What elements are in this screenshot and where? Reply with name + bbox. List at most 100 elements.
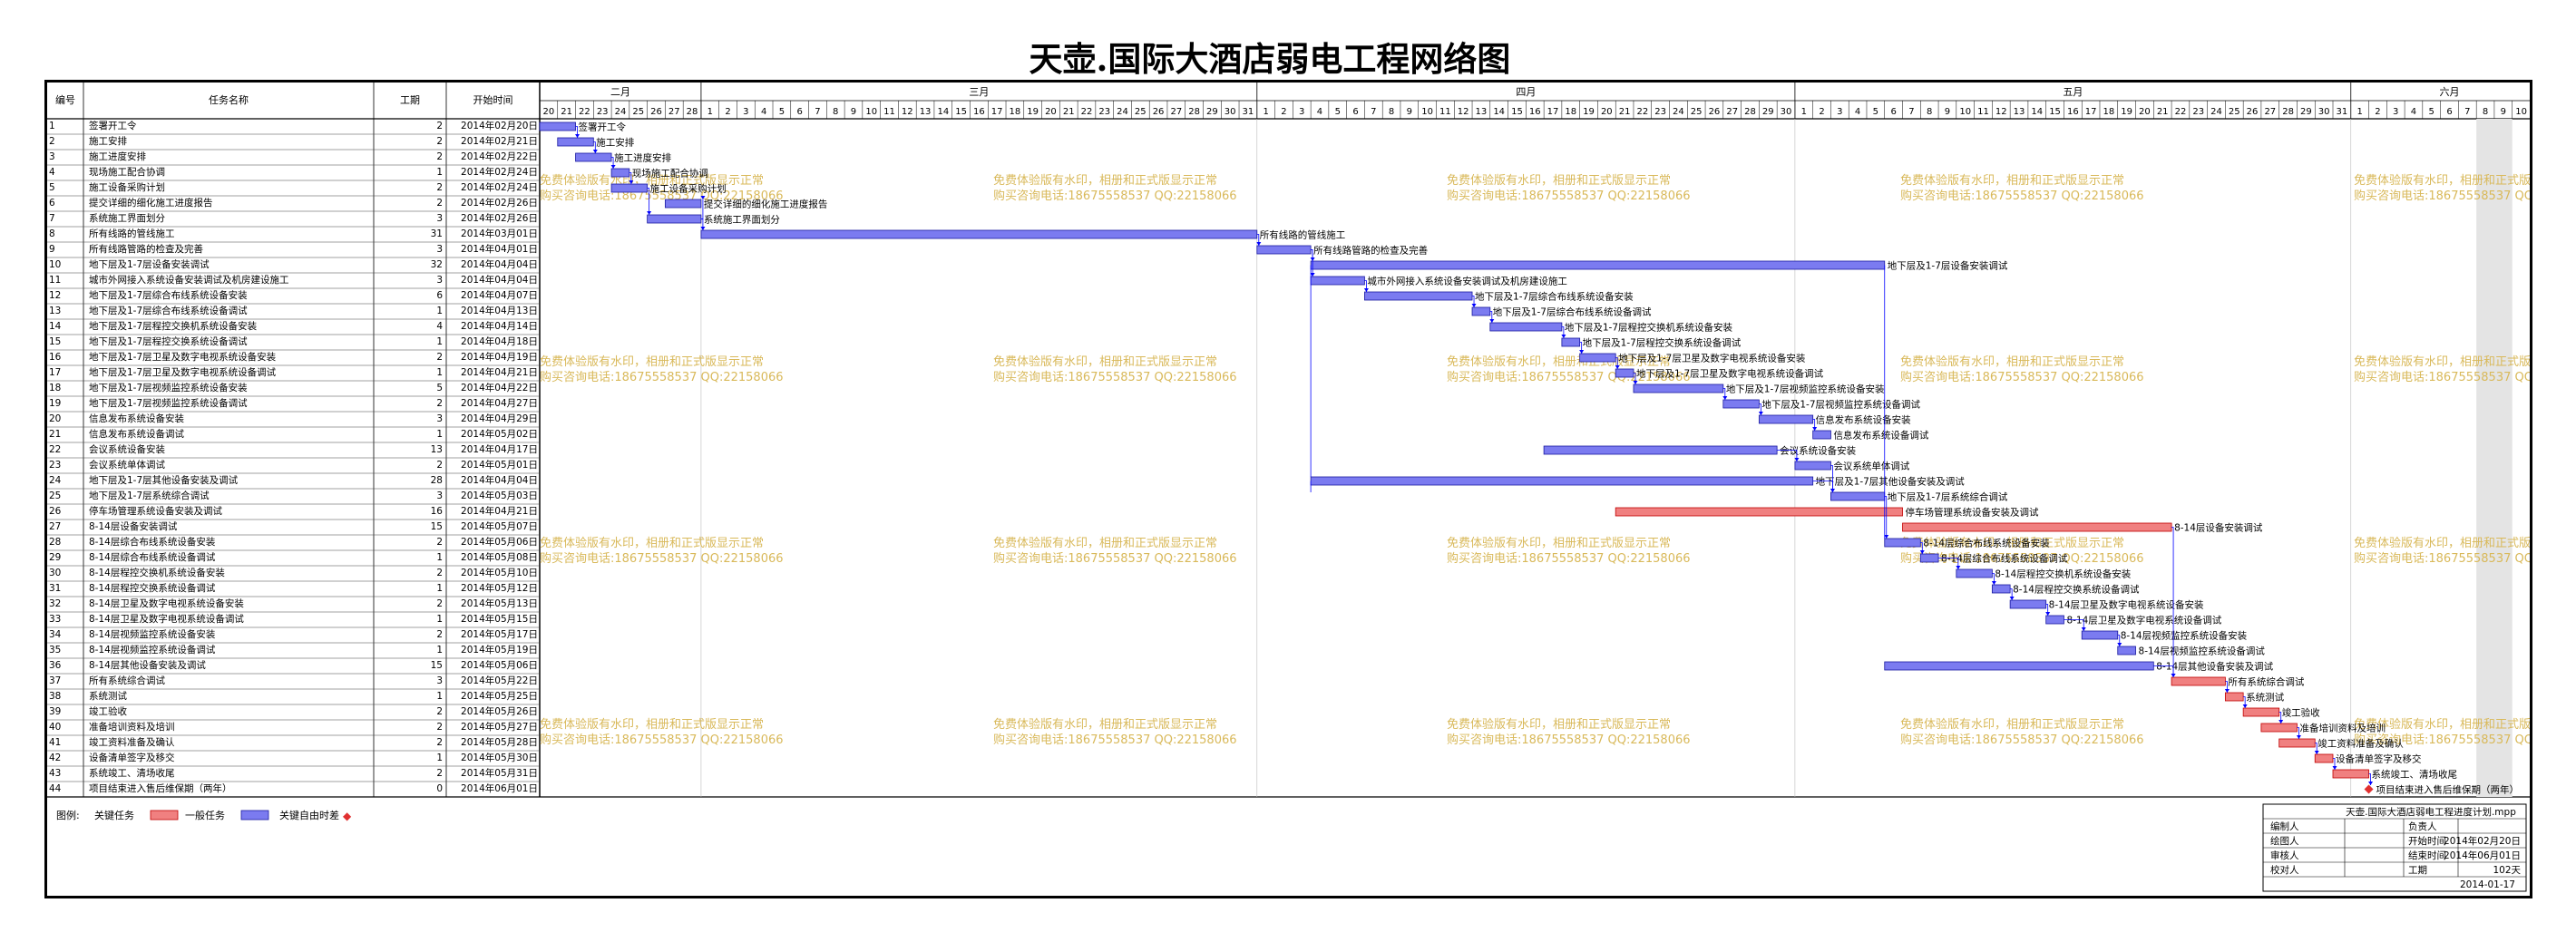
dependency-link: [1615, 357, 1618, 369]
task-start: 2014年04月27日: [461, 398, 538, 409]
day-label: 26: [2247, 107, 2259, 117]
task-name: 施工进度安排: [89, 151, 146, 162]
day-label: 20: [2139, 107, 2151, 117]
watermark-line1: 免费体验版有水印，相册和正式版显示正常: [993, 173, 1217, 188]
day-label: 14: [937, 107, 949, 117]
watermark-line1: 免费体验版有水印，相册和正式版显示正常: [2354, 536, 2530, 550]
dependency-link: [1489, 311, 1493, 323]
day-label: 8: [2483, 107, 2488, 117]
link-arrowhead: [2332, 766, 2337, 770]
day-label: 13: [2014, 107, 2025, 117]
task-start: 2014年03月01日: [461, 228, 538, 239]
bar-label: 系统竣工、清场收尾: [2372, 769, 2458, 781]
day-label: 18: [2103, 107, 2115, 117]
task-bar[interactable]: [664, 199, 702, 209]
task-id: 41: [49, 737, 62, 748]
day-label: 21: [561, 107, 572, 117]
task-duration: 2: [436, 568, 443, 578]
link-arrowhead: [1758, 412, 1763, 415]
task-name: 地下层及1-7层程控交换机系统设备安装: [89, 321, 258, 332]
task-start: 2014年05月10日: [461, 568, 538, 578]
watermark-line1: 免费体验版有水印，相册和正式版显示正常: [2354, 173, 2530, 188]
task-bar[interactable]: [2117, 646, 2136, 656]
link-arrowhead: [2296, 735, 2301, 739]
task-name: 所有线路的管线施工: [89, 228, 175, 239]
task-bar[interactable]: [1615, 507, 1903, 517]
task-id: 8: [49, 228, 55, 239]
day-label: 20: [1045, 107, 1057, 117]
task-name: 地下层及1-7层视频监控系统设备调试: [89, 398, 248, 409]
bar-label: 地下层及1-7层卫星及数字电视系统设备调试: [1636, 368, 1824, 380]
dependency-link: [2297, 727, 2299, 739]
watermark-line1: 免费体验版有水印，相册和正式版显示正常: [2354, 717, 2530, 732]
bar-label: 签署开工令: [579, 121, 627, 133]
task-name: 施工设备采购计划: [89, 182, 165, 193]
link-arrowhead: [1812, 427, 1818, 431]
task-bar[interactable]: [1812, 430, 1831, 440]
task-start: 2014年02月22日: [461, 151, 538, 162]
day-label: 27: [668, 107, 680, 117]
task-bar[interactable]: [575, 152, 612, 162]
day-label: 26: [1709, 107, 1721, 117]
task-start: 2014年04月13日: [461, 306, 538, 316]
legend-critical-label: 关键任务: [94, 809, 134, 821]
day-label: 4: [2411, 107, 2416, 117]
dependency-link: [593, 141, 596, 153]
info-value: 2014年02月20日: [2444, 835, 2521, 847]
task-name: 8-14层其他设备安装及调试: [89, 660, 206, 671]
day-label: 4: [1317, 107, 1322, 117]
task-name: 会议系统设备安装: [89, 444, 165, 455]
day-label: 1: [1263, 107, 1268, 117]
task-name: 信息发布系统设备安装: [89, 413, 184, 424]
milestone-marker[interactable]: [2364, 784, 2374, 794]
day-label: 5: [1335, 107, 1341, 117]
day-label: 11: [883, 107, 895, 117]
watermark-line2: 购买咨询电话:18675558537 QQ:22158066: [993, 370, 1237, 384]
bar-label: 地下层及1-7层视频监控系统设备调试: [1761, 399, 1920, 411]
